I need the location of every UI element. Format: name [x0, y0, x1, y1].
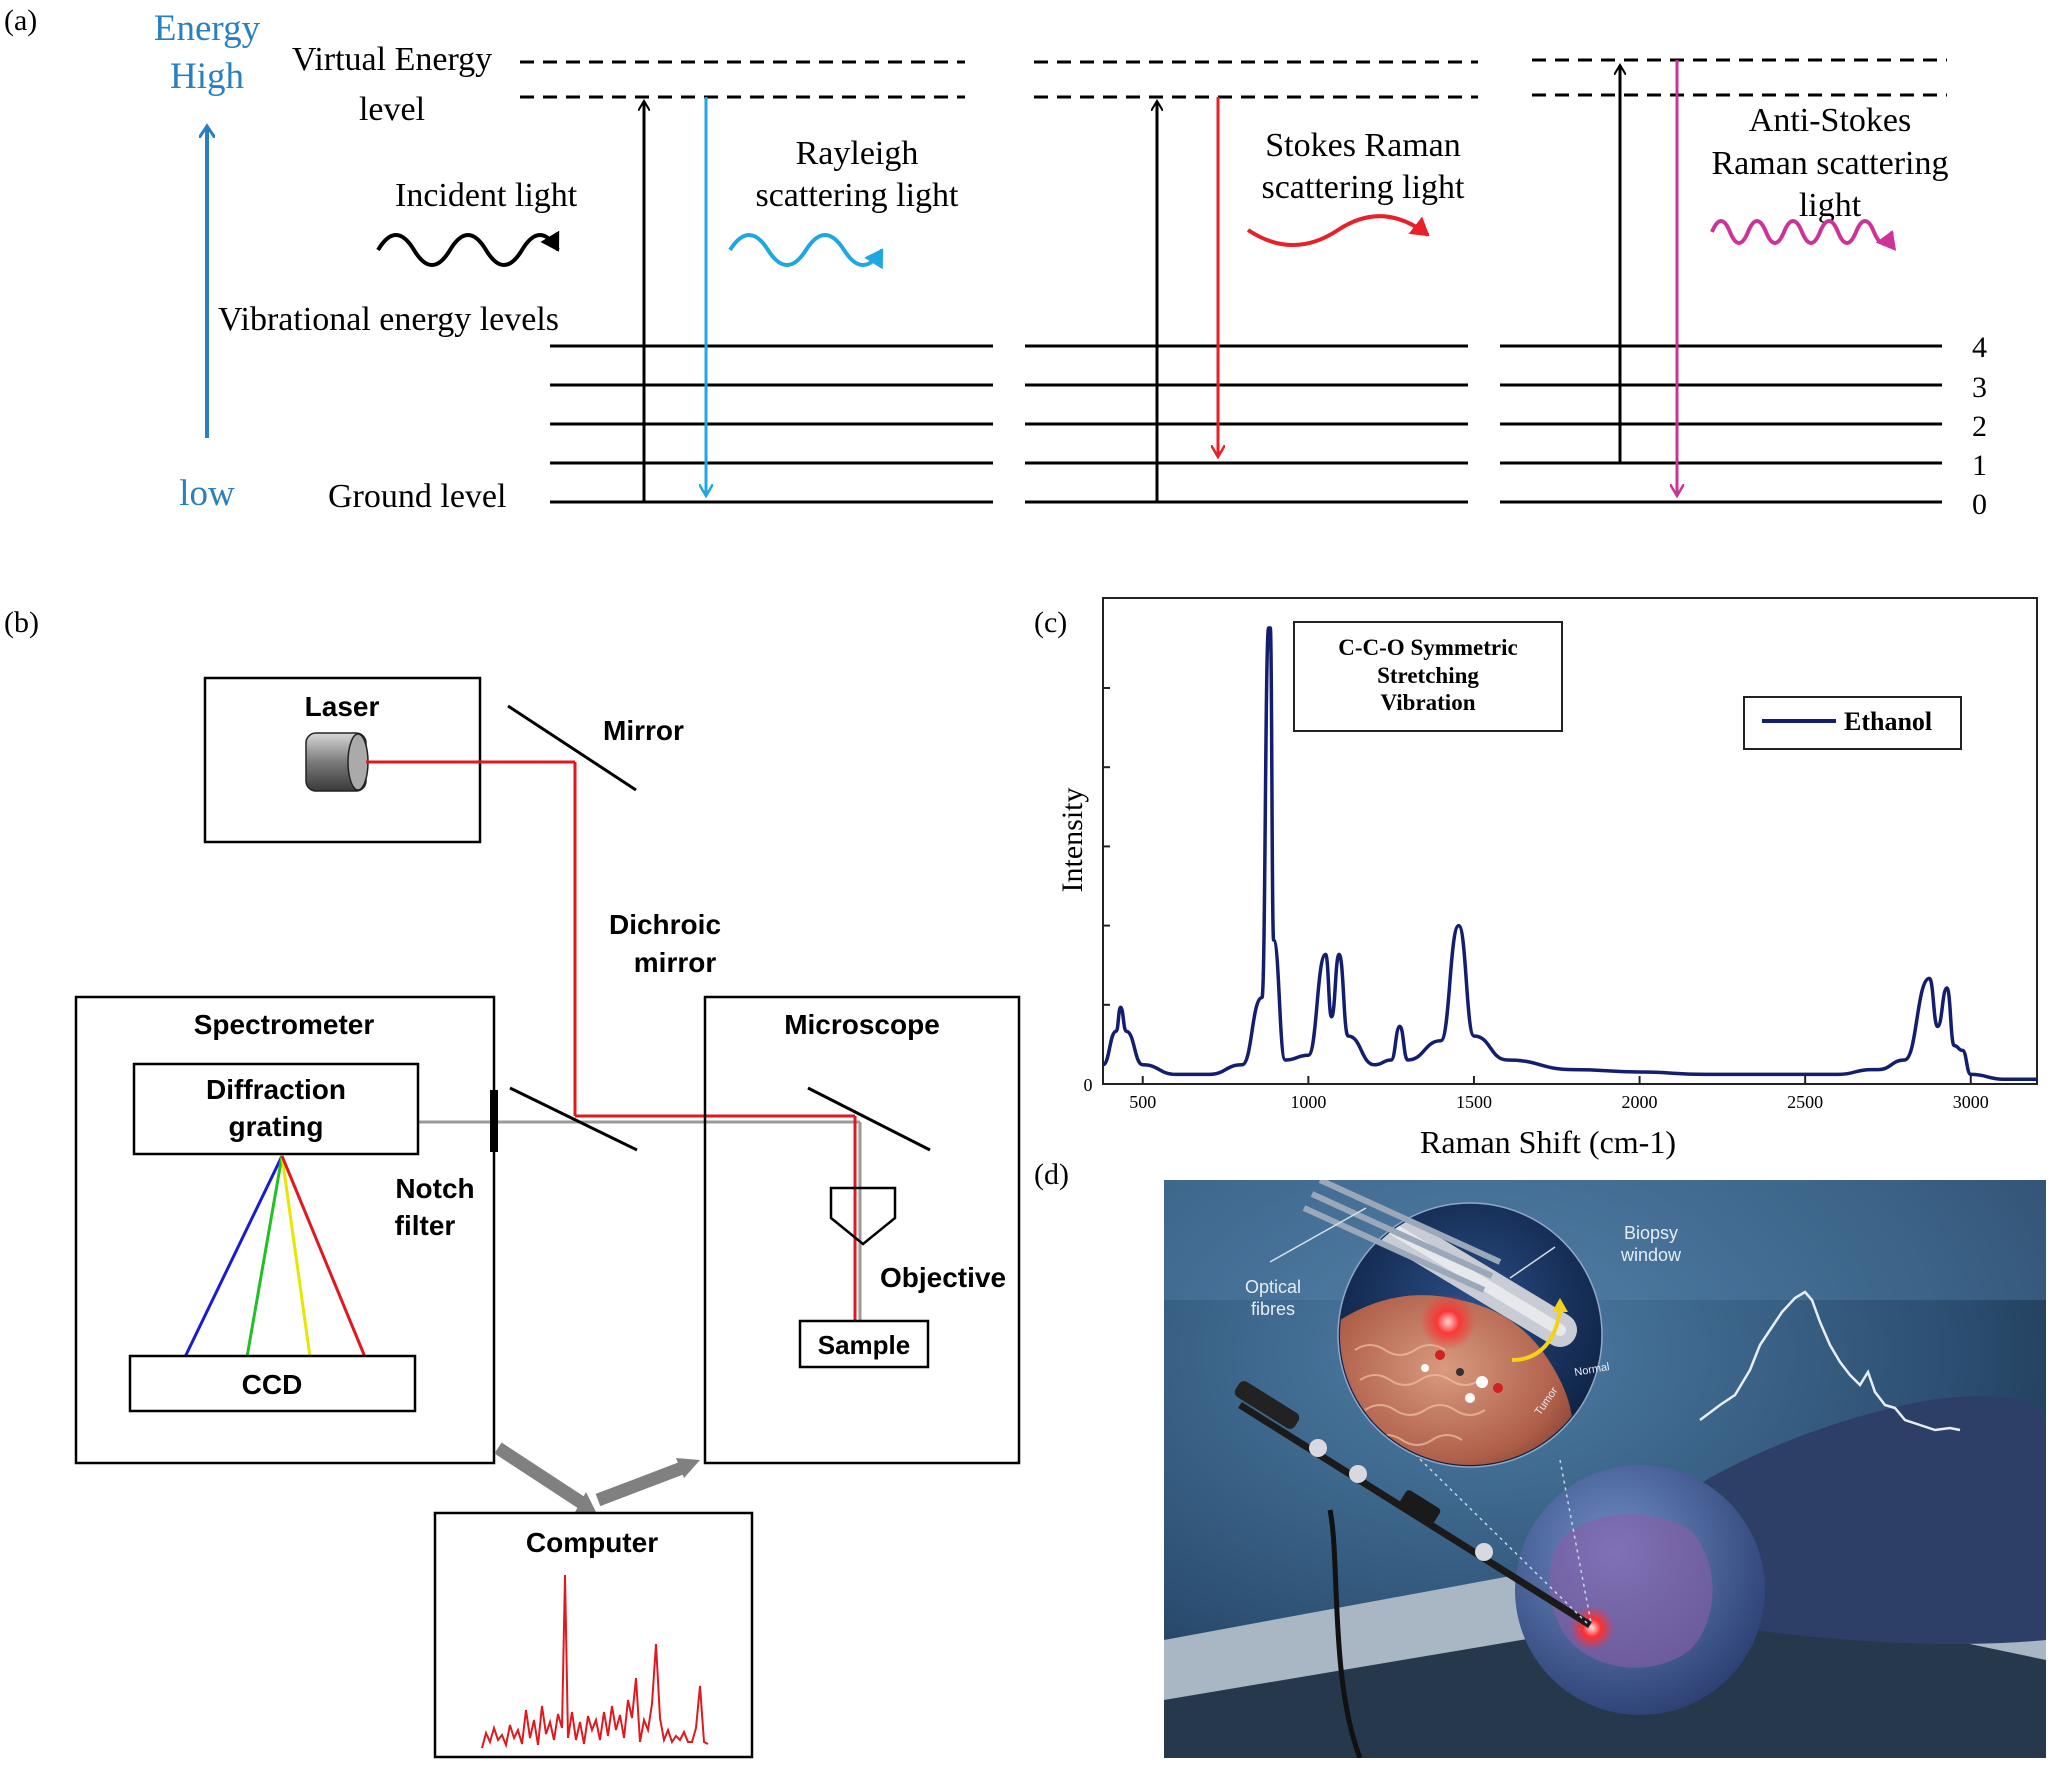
brain-tissue — [1340, 1295, 1573, 1465]
energy-high-label: High — [170, 56, 245, 97]
objective-lens — [829, 1186, 897, 1246]
x-tick-label-2000: 2000 — [1622, 1092, 1658, 1112]
panel-label-a: (a) — [4, 4, 37, 37]
incident-light-label: Incident light — [395, 177, 578, 214]
x-tick-labels: 500 1000 1500 2000 2500 3000 — [1129, 1092, 1989, 1112]
legend-label-ethanol: Ethanol — [1844, 707, 1932, 736]
computer-box — [433, 1511, 754, 1759]
biopsy-window-label-2: window — [1620, 1245, 1682, 1265]
illustration-spectrum — [1699, 1290, 1961, 1432]
optical-fibres-label-2: fibres — [1251, 1299, 1295, 1319]
x-tick-label-500: 500 — [1129, 1092, 1156, 1112]
computer-to-microscope-arrow — [595, 1461, 685, 1507]
computer-spectrum — [481, 1574, 709, 1749]
notch-label-1: Notch — [395, 1173, 474, 1204]
level-number-4: 4 — [1972, 331, 1987, 364]
optical-fibres — [1302, 1180, 1502, 1293]
rayleigh-label-2: scattering light — [755, 177, 959, 214]
probe-cable — [1327, 1509, 1363, 1758]
brain-section — [1549, 1513, 1713, 1668]
x-axis-ticks — [1141, 1076, 1972, 1084]
level-number-0: 0 — [1972, 488, 1987, 521]
panel-b-raman-setup: Laser Mirror Dichroic mirror Spectromete… — [74, 676, 1021, 1759]
y-tick-label-0: 0 — [1084, 1075, 1093, 1095]
panel-d-illustration: Optical fibres Biopsy window Tumor Norma… — [1164, 1180, 2046, 1758]
annotation-line-3: Vibration — [1381, 690, 1476, 715]
grating-label-2: grating — [229, 1111, 324, 1142]
virtual-level-label-2: level — [359, 91, 425, 128]
laser-label: Laser — [305, 691, 380, 722]
spectrometer-label: Spectrometer — [194, 1009, 375, 1040]
level-number-3: 3 — [1972, 371, 1987, 404]
ccd-box — [128, 1354, 417, 1413]
panel-a-energy-diagram: Energy High low Virtual Energy level Vib… — [154, 8, 1987, 521]
spectrometer-to-computer-arrow — [494, 1442, 586, 1509]
y-axis-ticks — [1103, 687, 1110, 1006]
vibrational-levels-label: Vibrational energy levels — [218, 301, 559, 338]
panel-label-c: (c) — [1034, 606, 1067, 639]
virtual-levels — [520, 58, 1947, 99]
x-tick-label-2500: 2500 — [1787, 1092, 1823, 1112]
series-line-ethanol — [1102, 626, 2037, 1081]
annotation-box — [1293, 621, 1563, 732]
level-number-2: 2 — [1972, 410, 1987, 443]
annotation-line-1: C-C-O Symmetric — [1338, 635, 1517, 660]
antistokes-label-3: light — [1799, 187, 1862, 224]
rotation-arrow — [1511, 1309, 1562, 1362]
sample-box — [798, 1319, 930, 1369]
return-beam — [418, 1120, 862, 1346]
ccd-label: CCD — [242, 1369, 303, 1400]
notch-label-2: filter — [395, 1210, 456, 1241]
antistokes-label-2: Raman scattering — [1712, 145, 1949, 182]
microscope-box — [703, 995, 1021, 1465]
computer-label: Computer — [526, 1527, 658, 1558]
spectrometer-box — [74, 995, 496, 1465]
mirror — [507, 704, 637, 792]
ground-level-label: Ground level — [328, 478, 506, 515]
x-tick-label-1500: 1500 — [1456, 1092, 1492, 1112]
biopsy-probe — [1238, 1402, 1592, 1628]
panel-c-raman-spectrum: 500 1000 1500 2000 2500 3000 0 Raman Shi… — [1056, 597, 2038, 1160]
x-tick-label-3000: 3000 — [1953, 1092, 1989, 1112]
objective-label: Objective — [880, 1262, 1006, 1293]
panel-label-d: (d) — [1034, 1158, 1069, 1191]
virtual-level-label-1: Virtual Energy — [292, 41, 492, 78]
y-axis-label: Intensity — [1056, 788, 1089, 893]
x-axis-label: Raman Shift (cm-1) — [1420, 1124, 1676, 1160]
dichroic-label-2: mirror — [634, 947, 717, 978]
level-number-1: 1 — [1972, 449, 1987, 482]
rayleigh-label-1: Rayleigh — [796, 135, 919, 172]
mirror-label: Mirror — [603, 715, 684, 746]
vibrational-levels — [550, 344, 1942, 504]
antistokes-wave — [1710, 219, 1897, 251]
level-numbers: 4 3 2 1 0 — [1972, 331, 1987, 521]
incident-light-wave — [376, 230, 560, 267]
energy-axis-label: Energy — [154, 8, 261, 49]
annotation-line-2: Stretching — [1377, 663, 1479, 688]
dichroic-label-1: Dichroic — [609, 909, 721, 940]
rayleigh-wave — [728, 233, 884, 270]
plot-area — [1102, 597, 2038, 1085]
optical-fibres-label-1: Optical — [1245, 1277, 1301, 1297]
stokes-label-2: scattering light — [1261, 169, 1465, 206]
biopsy-window-label-1: Biopsy — [1624, 1223, 1678, 1243]
energy-low-label: low — [179, 473, 235, 514]
antistokes-label-1: Anti-Stokes — [1749, 102, 1911, 139]
sample-label: Sample — [818, 1330, 911, 1360]
microscope-label: Microscope — [784, 1009, 940, 1040]
notch-filter — [490, 1090, 498, 1152]
laser-beam — [366, 760, 857, 1346]
x-tick-label-1000: 1000 — [1290, 1092, 1326, 1112]
diffraction-grating-box — [132, 1062, 420, 1156]
probe-handle — [1234, 1381, 1300, 1429]
dichroic-mirror — [509, 1086, 638, 1152]
stokes-wave — [1246, 214, 1430, 247]
stokes-label-1: Stokes Raman — [1265, 127, 1460, 164]
grating-label-1: Diffraction — [206, 1074, 346, 1105]
microscope-mirror — [807, 1086, 931, 1152]
dispersed-spectrum — [183, 1155, 367, 1358]
panel-label-b: (b) — [4, 606, 39, 639]
